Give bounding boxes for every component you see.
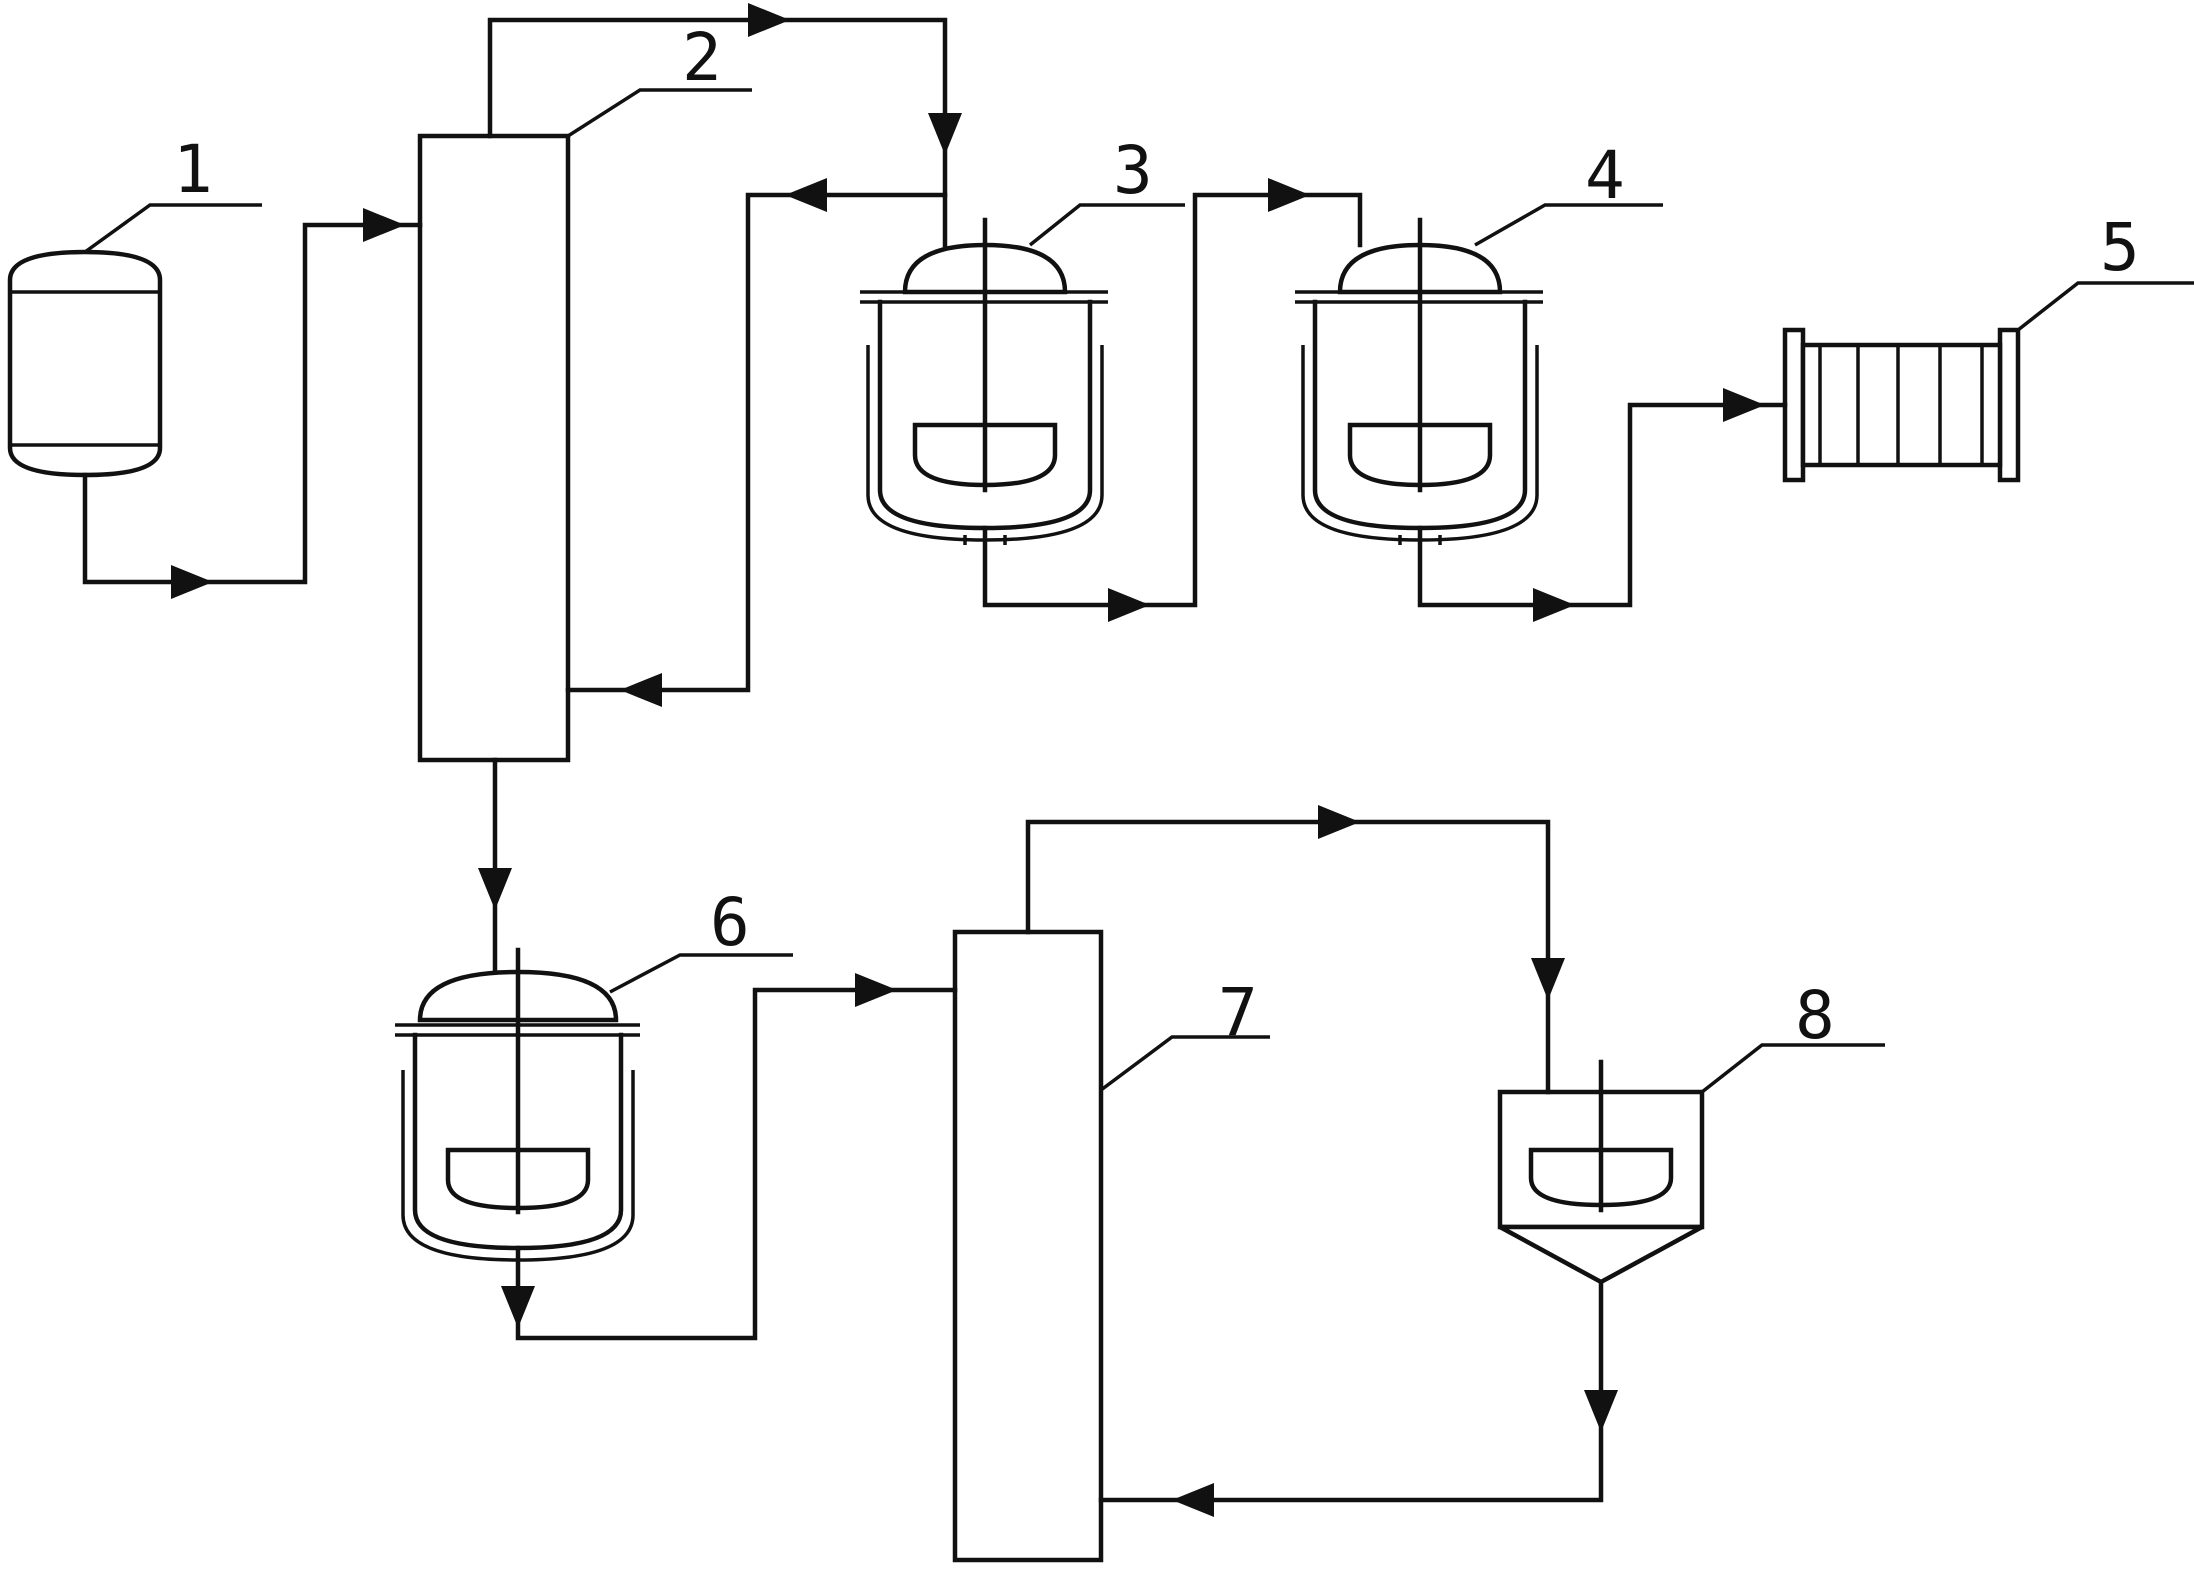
equipment-2-column	[417, 133, 571, 763]
arrow-right-icon	[1723, 388, 1765, 422]
arrow-right-icon	[1268, 178, 1310, 212]
tag-8: 8	[1795, 977, 1835, 1054]
tag-5: 5	[2100, 209, 2140, 286]
arrow-left-icon	[620, 673, 662, 707]
equipment-tags: 1 2 3 4 5 6 7 8	[173, 19, 2140, 1054]
arrow-down-icon	[1584, 1390, 1618, 1432]
arrow-down-icon	[928, 113, 962, 155]
equipment-6-reactor	[395, 947, 640, 1262]
tag-1: 1	[173, 131, 213, 208]
arrow-right-icon	[855, 973, 897, 1007]
arrow-right-icon	[363, 208, 405, 242]
equipment-1-storage-tank	[7, 249, 163, 478]
tag-3: 3	[1113, 132, 1153, 209]
tag-2: 2	[682, 19, 722, 96]
arrow-right-icon	[1108, 588, 1150, 622]
arrow-right-icon	[1318, 805, 1360, 839]
leader-lines	[83, 88, 2194, 1094]
equipment-8-crystallizer	[1497, 1059, 1705, 1285]
arrow-down-icon	[1531, 958, 1565, 1000]
arrow-right-icon	[748, 3, 790, 37]
arrow-right-icon	[171, 565, 213, 599]
arrow-left-icon	[785, 178, 827, 212]
tag-4: 4	[1585, 137, 1625, 214]
tag-6: 6	[710, 884, 750, 961]
flow-arrows	[171, 3, 1765, 1517]
piping	[82, 17, 1788, 1503]
equipment-3-reactor	[860, 217, 1108, 545]
arrow-right-icon	[1533, 588, 1575, 622]
equipment-5-filter-press	[1782, 327, 2021, 483]
equipment-7-column	[952, 929, 1104, 1563]
arrow-down-icon	[501, 1286, 535, 1328]
arrow-left-icon	[1172, 1483, 1214, 1517]
equipment-4-reactor	[1295, 217, 1543, 545]
tag-7: 7	[1218, 974, 1258, 1051]
arrow-down-icon	[478, 868, 512, 910]
